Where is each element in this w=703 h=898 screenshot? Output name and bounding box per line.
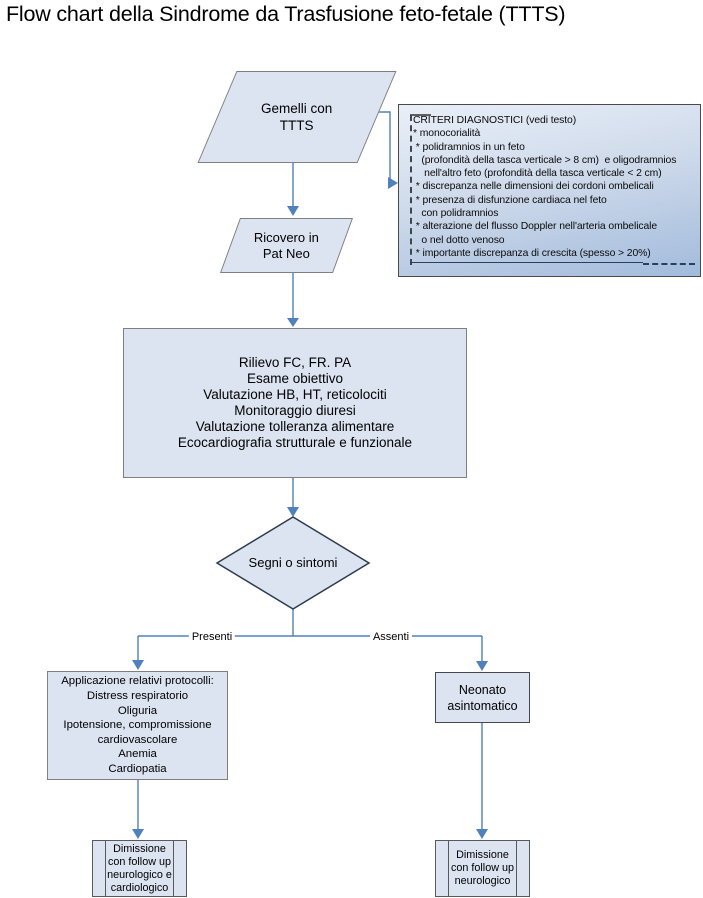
node-text-line: Ecocardiografia strutturale e funzionale: [177, 435, 413, 450]
branch-label-assenti: Assenti: [369, 631, 413, 643]
node-text-line: Neonato: [458, 682, 507, 697]
predefined-process-bar: [448, 841, 449, 896]
node-text-line: Valutazione HB, HT, reticolociti: [203, 387, 387, 402]
node-text-line: cardiovascolare: [97, 733, 178, 746]
criteria-line: (profondità della tasca verticale > 8 cm…: [413, 154, 677, 166]
node-text-line: con follow up: [107, 855, 172, 868]
node-dimissione-cardio: Dimissione con follow up neurologico e c…: [92, 840, 187, 897]
node-text-line: Monitoraggio diuresi: [234, 403, 356, 418]
criteria-line: nell'altro feto (profondità della tasca …: [413, 168, 662, 180]
bracket-bottom-dashes: [643, 263, 695, 265]
node-text-line: neurologico e: [107, 868, 172, 881]
node-text-line: TTTS: [280, 118, 314, 133]
node-text-line: Applicazione relativi protocolli:: [61, 675, 214, 688]
predefined-process-bar: [516, 841, 517, 896]
predefined-process-bar: [173, 841, 174, 896]
node-text-line: con follow up: [450, 862, 515, 874]
node-text-line: neurologico: [454, 875, 511, 887]
criteria-line: CRITERI DIAGNOSTICI (vedi testo): [413, 115, 577, 126]
node-text-line: Cardiopatia: [108, 762, 167, 775]
criteria-line: o nel dotto venoso: [413, 234, 505, 246]
node-text-line: Valutazione tolleranza alimentare: [195, 419, 395, 434]
decision-label: Segni o sintomi: [248, 554, 338, 570]
bracket-bottom-line: [410, 262, 643, 263]
criteria-diagnostici-callout: CRITERI DIAGNOSTICI (vedi testo) * monoc…: [398, 104, 701, 277]
node-gemelli-ttts: Gemelli con TTTS: [197, 71, 397, 163]
node-assessment: Rilievo FC, FR. PA Esame obiettivo Valut…: [123, 328, 467, 478]
node-protocols: Applicazione relativi protocolli: Distre…: [47, 671, 228, 780]
criteria-line: * monocorialità: [413, 128, 481, 140]
node-text-line: asintomatico: [447, 698, 518, 713]
node-text-line: Rilievo FC, FR. PA: [238, 355, 352, 370]
node-text-line: Ricovero in: [253, 229, 320, 245]
decision-diamond-shape: [215, 516, 371, 610]
node-text-line: Anemia: [118, 748, 157, 761]
criteria-text-block: CRITERI DIAGNOSTICI (vedi testo) * monoc…: [413, 114, 676, 260]
criteria-line: * presenza di disfunzione cardiaca nel f…: [413, 194, 607, 206]
bracket-tick: [410, 114, 431, 116]
bracket-dashed-left: [410, 115, 412, 265]
node-text-line: Dimissione: [113, 842, 166, 855]
node-text-line: Oliguria: [117, 704, 158, 717]
node-text-line: Esame obiettivo: [246, 371, 344, 386]
branch-label-presenti: Presenti: [188, 631, 236, 643]
predefined-process-bar: [105, 841, 106, 896]
page-title: Flow chart della Sindrome da Trasfusione…: [6, 2, 566, 26]
criteria-line: con polidramnios: [413, 208, 499, 220]
criteria-line: * polidramnios in un feto: [413, 141, 525, 153]
node-text-line: Distress respiratorio: [86, 690, 189, 703]
node-text-line: Dimissione: [456, 849, 509, 861]
criteria-line: * alterazione del flusso Doppler nell'ar…: [413, 221, 658, 233]
node-dimissione-neuro: Dimissione con follow up neurologico: [435, 840, 530, 897]
node-text-line: Gemelli con: [261, 101, 333, 116]
node-neonato-asintomatico: Neonato asintomatico: [435, 672, 530, 723]
node-text-line: Ipotensione, compromissione: [63, 719, 212, 732]
node-text-line: cardiologico: [110, 881, 169, 894]
node-ricovero-pat-neo: Ricovero in Pat Neo: [219, 218, 354, 273]
criteria-line: * discrepanza nelle dimensioni dei cordo…: [413, 181, 654, 193]
node-text-line: Pat Neo: [263, 245, 310, 261]
criteria-line: * importante discrepanza di crescita (sp…: [413, 247, 651, 259]
